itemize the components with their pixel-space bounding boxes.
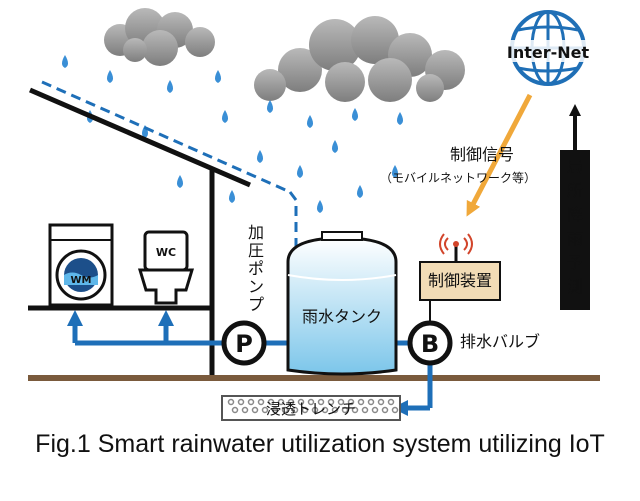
gravel xyxy=(301,406,309,414)
gravel xyxy=(261,406,269,414)
raindrops xyxy=(62,55,403,213)
gravel xyxy=(307,398,315,406)
gravel xyxy=(227,398,235,406)
cloud-right xyxy=(254,16,465,102)
gravel xyxy=(297,398,305,406)
rainwater-tank-icon xyxy=(286,231,398,376)
toilet-icon xyxy=(137,230,195,305)
gravel xyxy=(257,398,265,406)
pressure-pump-icon xyxy=(221,320,267,366)
gravel xyxy=(347,398,355,406)
gravel xyxy=(361,406,369,414)
pressure-pump-label: 加圧ポンプ xyxy=(248,223,264,314)
infiltration-trench-label: 浸透トレンチ xyxy=(266,400,356,418)
antenna-icon xyxy=(439,233,473,262)
gravel xyxy=(381,406,389,414)
control-signal-note: （モバイルネットワーク等） xyxy=(380,171,536,185)
gravel xyxy=(357,398,365,406)
forecast-label-box xyxy=(560,150,590,310)
washing-machine-icon xyxy=(48,223,114,307)
gravel xyxy=(267,398,275,406)
gravel xyxy=(351,406,359,414)
gravel xyxy=(391,406,399,414)
control-signal-arrow xyxy=(466,93,533,217)
gravel xyxy=(331,406,339,414)
supply-pipe xyxy=(66,309,433,417)
gravel xyxy=(341,406,349,414)
gravel xyxy=(281,406,289,414)
gravel xyxy=(271,406,279,414)
gravel xyxy=(321,406,329,414)
gravel xyxy=(287,398,295,406)
gravel xyxy=(247,398,255,406)
gravel xyxy=(367,398,375,406)
drain-valve-label: 排水バルブ xyxy=(460,332,540,351)
gravel xyxy=(327,398,335,406)
gravel xyxy=(241,406,249,414)
gravel xyxy=(251,406,259,414)
gravel xyxy=(377,398,385,406)
toilet-label: WC xyxy=(156,246,176,259)
internet-logo-text: Inter-Net xyxy=(507,43,590,62)
internet-globe-icon xyxy=(502,10,594,86)
infiltration-trench-icon xyxy=(221,395,401,421)
cloud-left xyxy=(104,8,215,66)
gravel xyxy=(371,406,379,414)
gravel xyxy=(291,406,299,414)
roof xyxy=(29,87,251,188)
gravel xyxy=(231,406,239,414)
gutter xyxy=(41,80,291,194)
gravel xyxy=(311,406,319,414)
gravel xyxy=(317,398,325,406)
controller-label: 制御装置 xyxy=(428,271,492,290)
gravel xyxy=(237,398,245,406)
pump-symbol: P xyxy=(235,330,253,358)
washing-machine-label: WM xyxy=(71,275,92,286)
local-forecast-label: 局所降雨予測 xyxy=(567,157,583,296)
rainwater-tank-label: 雨水タンク xyxy=(302,307,382,326)
gravel xyxy=(277,398,285,406)
gravel xyxy=(387,398,395,406)
gravel xyxy=(337,398,345,406)
valve-symbol: B xyxy=(421,330,439,358)
controller-box xyxy=(419,261,501,301)
ground xyxy=(28,375,600,381)
control-signal-label: 制御信号 xyxy=(450,145,514,164)
figure-caption: Fig.1 Smart rainwater utilization system… xyxy=(35,430,605,458)
